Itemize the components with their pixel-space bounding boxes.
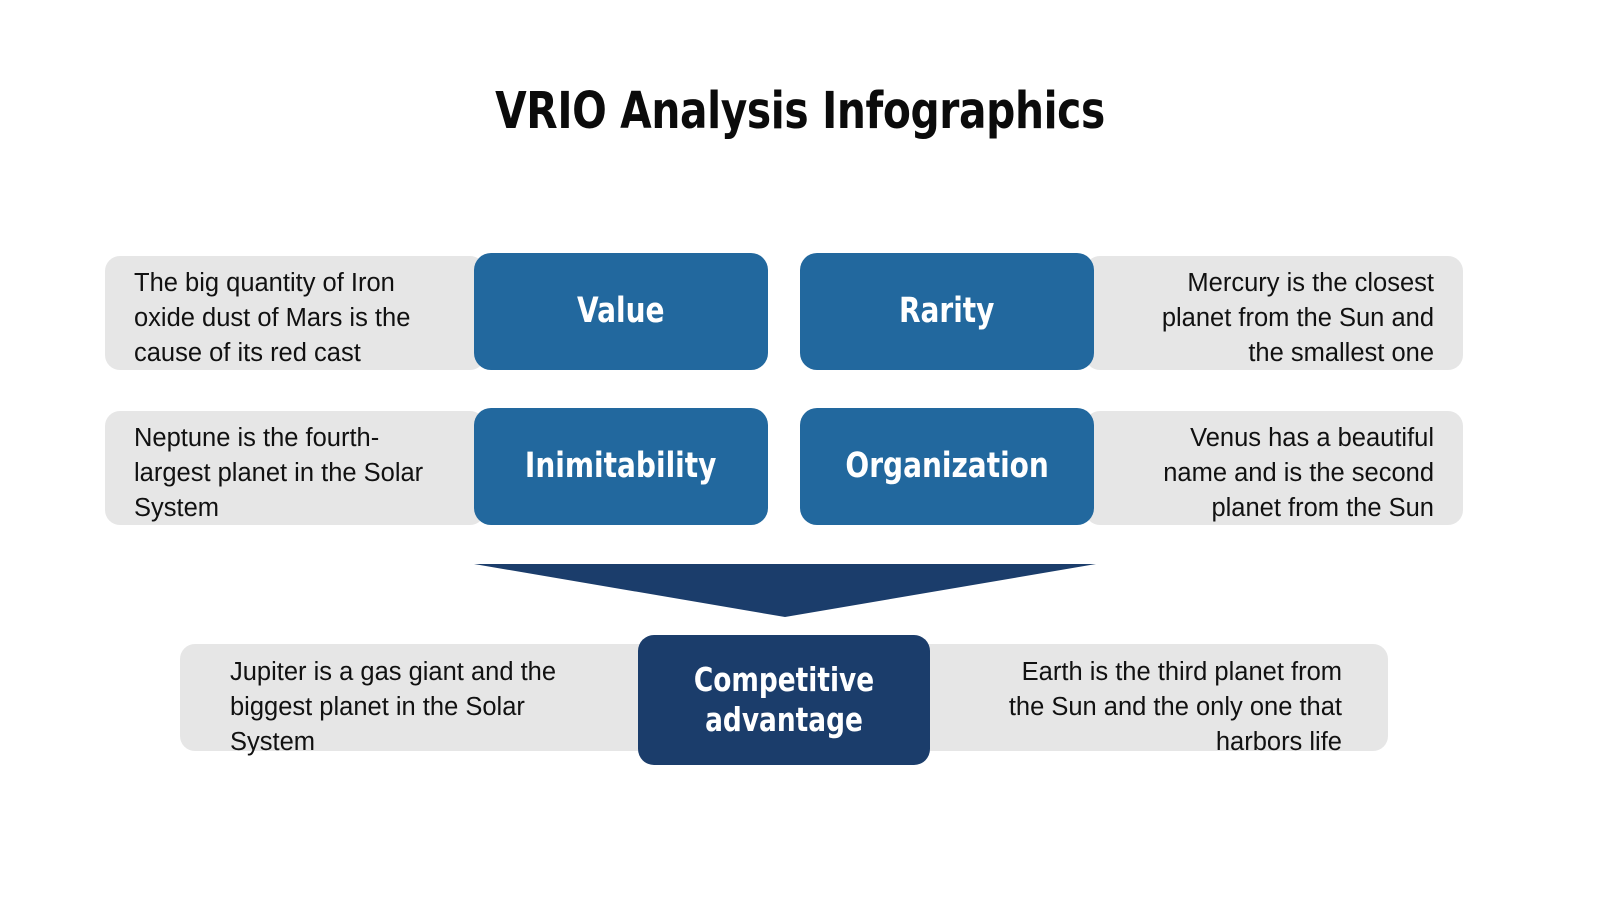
description-text-organization: Venus has a beautiful name and is the se… xyxy=(1163,424,1434,522)
vrio-box-competitive-advantage-label: Competitive advantage xyxy=(693,659,875,739)
vrio-box-competitive-advantage[interactable]: Competitive advantage xyxy=(638,635,930,765)
vrio-box-rarity[interactable]: Rarity xyxy=(800,253,1094,370)
description-panel-row1-left xyxy=(105,256,485,370)
description-text-value: The big quantity of Iron oxide dust of M… xyxy=(134,269,411,367)
down-arrow-icon xyxy=(474,556,1096,622)
description-text-conclusion-left: Jupiter is a gas giant and the biggest p… xyxy=(230,658,557,756)
page-title: VRIO Analysis Infographics xyxy=(495,82,1105,141)
description-text-conclusion-right: Earth is the third planet from the Sun a… xyxy=(1008,658,1342,756)
description-text-inimitability: Neptune is the fourth-largest planet in … xyxy=(134,424,424,522)
description-panel-row2-right xyxy=(1085,411,1463,525)
vrio-box-rarity-label: Rarity xyxy=(899,291,995,332)
vrio-box-organization[interactable]: Organization xyxy=(800,408,1094,525)
vrio-box-organization-label: Organization xyxy=(845,446,1049,487)
vrio-box-inimitability-label: Inimitability xyxy=(525,446,717,487)
description-text-rarity: Mercury is the closest planet from the S… xyxy=(1161,269,1434,367)
vrio-box-value-label: Value xyxy=(577,291,665,332)
description-panel-row1-right xyxy=(1085,256,1463,370)
vrio-box-inimitability[interactable]: Inimitability xyxy=(474,408,768,525)
vrio-box-value[interactable]: Value xyxy=(474,253,768,370)
description-panel-row2-left xyxy=(105,411,485,525)
